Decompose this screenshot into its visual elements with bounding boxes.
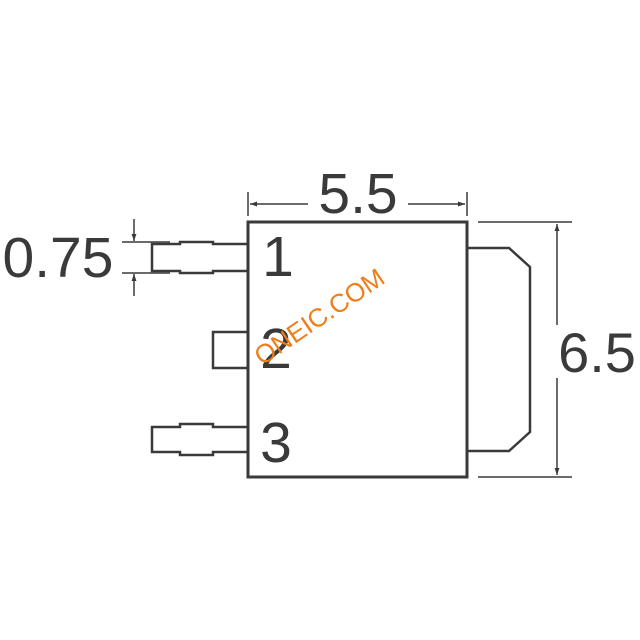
pin-1-lead [150,240,248,275]
height-dimension [478,221,572,478]
heatsink-tab [467,246,532,453]
width-dimension [247,192,468,216]
package-body [246,220,469,479]
width-dimension-label: 5.5 [318,162,397,226]
pin-2-label: 2 [260,317,292,381]
pin-2-lead [211,330,248,370]
pin-1-label: 1 [262,225,294,289]
height-dimension-label: 6.5 [558,321,636,384]
pin-width-dimension-label: 0.75 [3,226,114,290]
pin-width-dimension [122,219,170,296]
pin-3-lead [150,422,248,457]
pin-3-label: 3 [260,411,292,475]
